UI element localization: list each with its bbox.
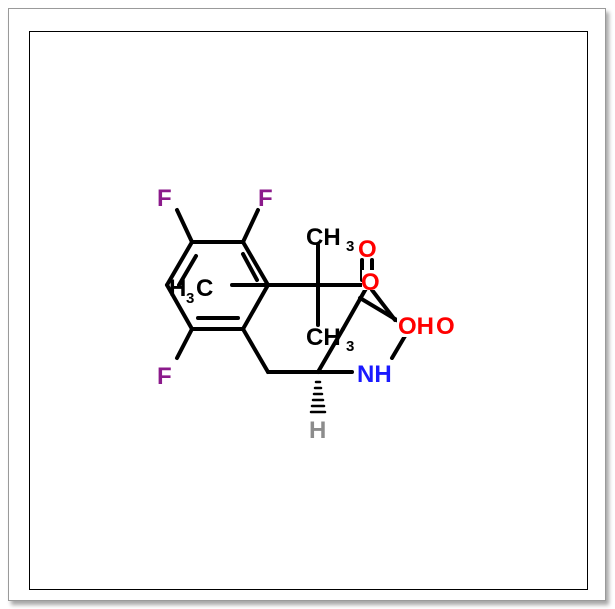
atom-o-top: O bbox=[358, 236, 377, 263]
bond-quat-o bbox=[341, 283, 370, 331]
bond-ring-5 bbox=[165, 283, 194, 331]
atom-oh: OH bbox=[398, 313, 434, 340]
molecule-canvas-border bbox=[29, 31, 588, 590]
atom-f1: F bbox=[157, 185, 172, 212]
bond-n-c bbox=[390, 334, 407, 360]
atom-labels: F F F CH 3 H 3 C CH 3 O O OH O NH H bbox=[157, 185, 457, 444]
bond-ring-double-1 bbox=[241, 252, 259, 282]
atom-h3c-h: H bbox=[169, 275, 186, 302]
stereo-hash-bond bbox=[309, 380, 327, 414]
bond-ring-ch2 bbox=[241, 327, 270, 374]
atom-h3c-sub: 3 bbox=[186, 290, 194, 307]
bonds bbox=[165, 208, 442, 414]
atom-h-stereo: H bbox=[309, 417, 326, 444]
bond-ring-double-3 bbox=[177, 254, 198, 287]
atom-ch3-mid: CH bbox=[306, 324, 341, 351]
bond-ring-3 bbox=[241, 283, 270, 331]
atom-ch3-mid-sub: 3 bbox=[346, 338, 354, 355]
bond-f1 bbox=[175, 208, 194, 244]
atom-ch3-top: CH bbox=[306, 224, 341, 251]
atom-h3c-c: C bbox=[196, 275, 213, 302]
bond-ring-6 bbox=[165, 240, 194, 287]
bond-f2 bbox=[241, 208, 260, 244]
atom-ch3-top-sub: 3 bbox=[346, 238, 354, 255]
atom-f2: F bbox=[258, 185, 273, 212]
atom-o-mid: O bbox=[361, 269, 380, 296]
bond-f3 bbox=[175, 327, 194, 360]
atom-nh: NH bbox=[357, 361, 392, 388]
bond-ring-2 bbox=[241, 240, 270, 287]
bond-calpha-up bbox=[316, 327, 345, 374]
atom-f3: F bbox=[157, 363, 172, 390]
atom-o-right: O bbox=[436, 313, 455, 340]
